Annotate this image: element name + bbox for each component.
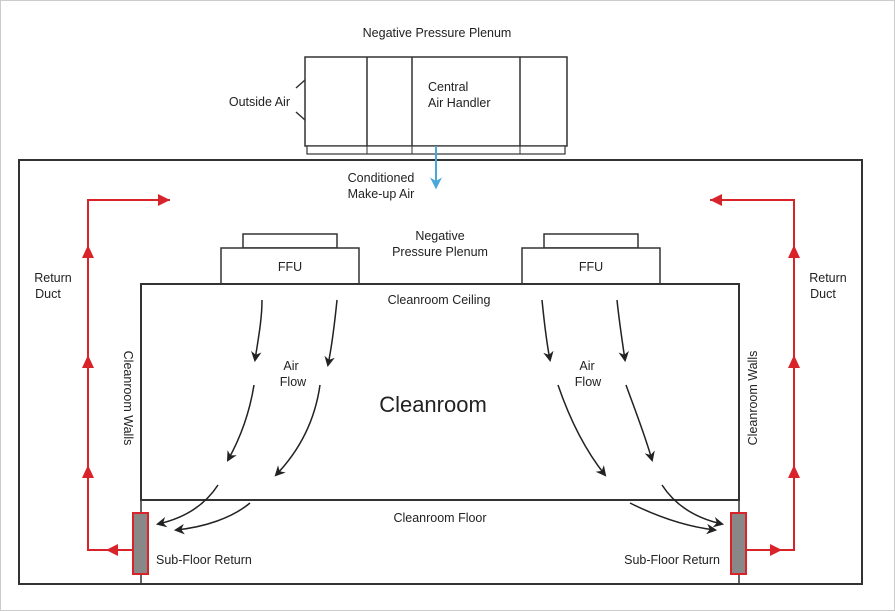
ffu-left-unit <box>220 233 360 285</box>
return-right-label-1: Return <box>809 271 847 285</box>
ceiling-label: Cleanroom Ceiling <box>388 293 491 307</box>
outside-air-label: Outside Air <box>229 95 290 109</box>
airflow-arrows-left <box>155 299 338 535</box>
ffu-right-label: FFU <box>579 260 603 274</box>
subfloor-grate-left <box>132 512 149 575</box>
air-handler-label-1: Central <box>428 80 468 94</box>
ffu-right-unit <box>521 233 661 285</box>
makeup-air-label-1: Conditioned <box>348 171 415 185</box>
airflow-left-label-1: Air <box>283 359 298 373</box>
walls-right-label: Cleanroom Walls <box>746 351 760 446</box>
return-right-label-2: Duct <box>810 287 836 301</box>
subfloor-grate-right <box>730 512 747 575</box>
cleanroom-label: Cleanroom <box>379 392 487 417</box>
top-plenum-label: Negative Pressure Plenum <box>363 26 512 40</box>
air-handler-label-2: Air Handler <box>428 96 491 110</box>
return-duct-left-arrows <box>82 194 170 556</box>
inner-plenum-label-2: Pressure Plenum <box>392 245 488 259</box>
ffu-left-label: FFU <box>278 260 302 274</box>
subfloor-left-label: Sub-Floor Return <box>156 553 252 567</box>
walls-left-label: Cleanroom Walls <box>121 351 135 446</box>
airflow-right-label-2: Flow <box>575 375 602 389</box>
floor-label: Cleanroom Floor <box>393 511 486 525</box>
airflow-right-label-1: Air <box>579 359 594 373</box>
return-duct-right-arrows <box>710 194 800 556</box>
subfloor-right-label: Sub-Floor Return <box>624 553 720 567</box>
return-left-label-2: Duct <box>35 287 61 301</box>
return-left-label-1: Return <box>34 271 72 285</box>
airflow-left-label-2: Flow <box>280 375 307 389</box>
makeup-air-label-2: Make-up Air <box>348 187 415 201</box>
airflow-arrows-right <box>541 299 725 535</box>
building-enclosure <box>18 159 863 585</box>
inner-plenum-label-1: Negative <box>415 229 464 243</box>
